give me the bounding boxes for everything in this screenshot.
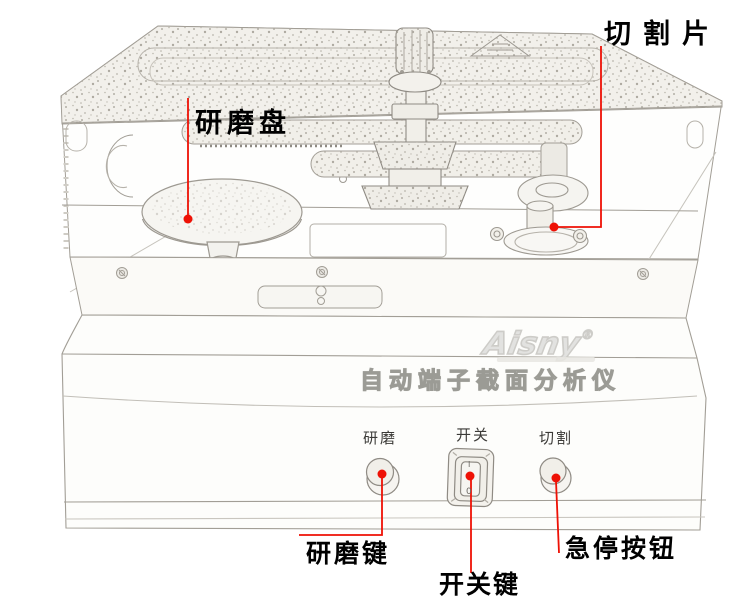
annotation-grinding-disc: 研磨盘 <box>195 108 291 139</box>
leader-dot <box>549 222 559 232</box>
base-cabinet <box>61 314 707 531</box>
registered-mark: ® <box>579 328 596 344</box>
leader-lines <box>183 46 602 573</box>
leader-dot <box>465 471 475 481</box>
deck-screw <box>316 266 328 278</box>
cutter-assembly <box>489 174 589 256</box>
left-bracket <box>105 134 134 198</box>
leader-cutting-blade <box>558 46 602 228</box>
grind-button <box>365 457 400 496</box>
deck-screw <box>116 267 128 279</box>
leader-dot <box>551 473 561 483</box>
switch-on-mark: I <box>468 460 471 469</box>
annotation-emergency-stop: 急停按钮 <box>565 534 678 563</box>
machine-title: 自动端子截面分析仪 <box>360 368 621 394</box>
annotation-grinding-key: 研磨键 <box>306 539 391 568</box>
warning-triangle-icon <box>469 34 531 57</box>
deck-screw <box>637 268 649 280</box>
leader-dot <box>377 469 387 479</box>
switch-off-mark: 0 <box>466 487 472 497</box>
annotation-cutting-blade: 切割片 <box>604 19 721 50</box>
grinding-disc <box>141 178 303 270</box>
leader-emergency-stop <box>555 480 560 554</box>
watermark-tagline <box>496 357 596 362</box>
mount-nut <box>489 226 505 242</box>
mid-deck <box>69 256 699 319</box>
mount-nut <box>572 228 588 244</box>
switch-caption: 开关 <box>456 426 491 444</box>
spindle-assembly <box>361 27 469 210</box>
leader-dot <box>183 214 193 224</box>
cut-button-caption: 切割 <box>539 429 574 447</box>
annotation-switch-key: 开关键 <box>439 570 521 599</box>
brand-watermark: Aisny® <box>480 325 596 363</box>
spindle-knob <box>388 27 442 93</box>
leader-grinding-key <box>299 477 383 536</box>
slide-rails <box>181 119 583 184</box>
grind-button-caption: 研磨 <box>363 429 398 447</box>
